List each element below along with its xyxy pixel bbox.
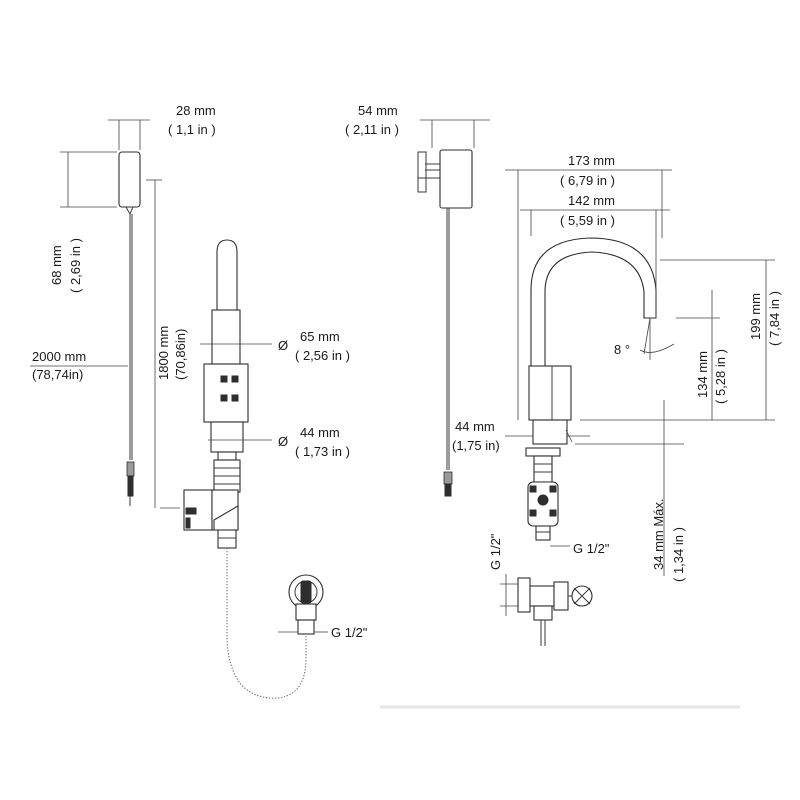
length-2000-mm-label: 2000 mm [32,349,86,364]
thickness-34-in-label: ( 1,34 in ) [671,527,686,582]
dimension-angle-8deg: 8 ° [614,317,675,360]
reach-173-mm-label: 173 mm [568,153,615,168]
dimension-68mm: 68 mm ( 2,69 in ) [49,151,117,293]
angle-8-label: 8 ° [614,342,630,357]
dimension-142mm: 142 mm ( 5,59 in ) [520,193,670,318]
width-28-mm-label: 28 mm [176,103,216,118]
dimension-34mm: 34 mm Máx. ( 1,34 in ) [575,400,686,582]
diameter-symbol-44: Ø [278,434,288,449]
dimension-1800mm: 1800 mm (70,86in) [146,179,188,509]
thread-g12-left-label: G 1/2" [331,625,368,640]
width-54-in-label: ( 2,11 in ) [345,122,399,137]
sensor-module [118,151,141,506]
height-68-mm-label: 68 mm [49,245,64,285]
dimension-199mm: 199 mm ( 7,84 in ) [580,259,782,421]
dimension-54mm: 54 mm ( 2,11 in ) [345,103,490,148]
length-2000-in-label: (78,74in) [32,367,83,382]
flex-hose [226,548,307,699]
dimension-diameter-44mm: Ø 44 mm ( 1,73 in ) [208,425,350,459]
reach-142-mm-label: 142 mm [568,193,615,208]
diameter-44-in-label: ( 1,73 in ) [295,444,350,459]
body-44-mm-label: 44 mm [455,419,495,434]
height-134-in-label: ( 5,28 in ) [713,349,728,404]
reach-142-in-label: ( 5,59 in ) [560,213,615,228]
height-199-mm-label: 199 mm [748,293,763,340]
diameter-44-mm-label: 44 mm [300,425,340,440]
thickness-34-mm-label: 34 mm Máx. [651,498,666,570]
dimension-134mm: 134 mm ( 5,28 in ) [676,290,728,420]
diameter-65-mm-label: 65 mm [300,329,340,344]
length-1800-mm-label: 1800 mm [156,326,171,380]
dimension-2000mm: 2000 mm (78,74in) [30,349,128,382]
width-28-in-label: ( 1,1 in ) [168,122,216,137]
thread-g12-right-connection: G 1/2" [550,541,610,556]
height-68-in-label: ( 2,69 in ) [68,238,83,293]
length-1800-in-label: (70,86in) [173,329,188,380]
reach-173-in-label: ( 6,79 in ) [560,173,615,188]
body-44-in-label: (1,75 in) [452,438,500,453]
thread-g12-right-v-label: G 1/2" [488,533,503,570]
angle-valve-left: G 1/2" [278,574,368,640]
dimension-28mm: 28 mm ( 1,1 in ) [108,103,216,150]
diameter-symbol-65: Ø [278,338,288,353]
height-134-mm-label: 134 mm [695,351,710,398]
dimension-173mm: 173 mm ( 6,79 in ) [505,153,672,420]
width-54-mm-label: 54 mm [358,103,398,118]
dimension-body-44mm: 44 mm (1,75 in) [452,419,590,453]
dimension-diameter-65mm: Ø 65 mm ( 2,56 in ) [200,329,350,363]
faucet-side-view [525,237,657,541]
angle-valve-right: G 1/2" [488,533,593,646]
faucet-front-view [183,239,249,549]
diameter-65-in-label: ( 2,56 in ) [295,348,350,363]
height-199-in-label: ( 7,84 in ) [767,291,782,346]
thread-g12-right-h-label: G 1/2" [573,541,610,556]
power-adapter [417,149,473,497]
